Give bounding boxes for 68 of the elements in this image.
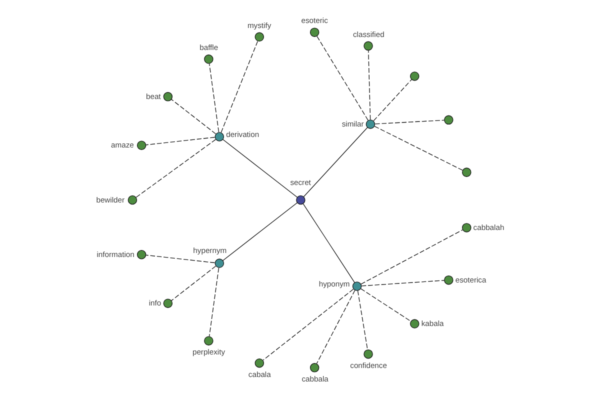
connector: [302, 203, 355, 283]
node-label: cabala: [248, 370, 270, 379]
connector: [262, 288, 354, 360]
node-circle: [444, 115, 453, 125]
node-circle: [254, 358, 264, 368]
connector: [135, 139, 216, 198]
node-label: bewilder: [96, 195, 124, 204]
node-circle: [136, 140, 146, 150]
node-circle: [136, 250, 146, 260]
node-label: esoteric: [300, 16, 328, 26]
node-circle: [296, 195, 305, 205]
connector: [360, 229, 462, 284]
node-circle: [462, 223, 471, 232]
node-label: confidence: [350, 360, 386, 370]
connector: [170, 98, 216, 134]
node-label: baffle: [199, 43, 218, 52]
connector: [356, 290, 368, 350]
connector: [372, 79, 412, 122]
node-circle: [309, 363, 319, 372]
node-label: similar: [341, 120, 364, 129]
node-label: info: [148, 298, 161, 308]
node-circle: [214, 132, 224, 142]
node-label: amaze: [110, 140, 134, 150]
node-label: beat: [146, 92, 160, 101]
node-label: esoterica: [454, 275, 486, 284]
connector: [316, 36, 368, 121]
node-circle: [214, 258, 224, 268]
node-label: hypernym: [192, 246, 226, 256]
node-circle: [254, 32, 264, 42]
node-circle: [162, 92, 172, 102]
node-label: information: [96, 250, 134, 259]
connector: [302, 127, 368, 198]
connector: [222, 202, 298, 261]
node-label: hyponym: [318, 280, 350, 289]
connector: [222, 139, 298, 198]
connector: [368, 50, 370, 120]
connector: [208, 268, 219, 337]
node-label: mystify: [246, 20, 271, 30]
connector: [360, 280, 444, 286]
connector: [374, 120, 444, 124]
node-label: kabala: [420, 319, 444, 328]
connector: [145, 136, 215, 146]
node-circle: [162, 298, 172, 308]
node-circle: [309, 28, 319, 37]
connector: [170, 266, 216, 302]
node-circle: [462, 168, 471, 177]
connector: [316, 290, 355, 364]
node-circle: [363, 41, 372, 51]
node-circle: [365, 120, 375, 129]
node-circle: [363, 349, 372, 359]
connector: [360, 288, 411, 322]
node-circle: [204, 336, 213, 346]
node-label: secret: [290, 178, 310, 188]
connector: [220, 40, 258, 133]
connector: [208, 63, 219, 132]
node-circle: [352, 282, 362, 291]
node-label: perplexity: [192, 348, 225, 357]
node-circle: [410, 319, 419, 328]
node-label: classified: [352, 30, 384, 39]
node-label: derivation: [226, 130, 259, 140]
connector: [145, 254, 215, 264]
node-circle: [444, 275, 453, 285]
node-circle: [204, 54, 213, 64]
connector: [374, 126, 462, 171]
node-label: cabbala: [301, 374, 328, 384]
node-label: cabbalah: [472, 222, 504, 232]
node-circle: [127, 195, 137, 205]
node-circle: [410, 72, 419, 81]
